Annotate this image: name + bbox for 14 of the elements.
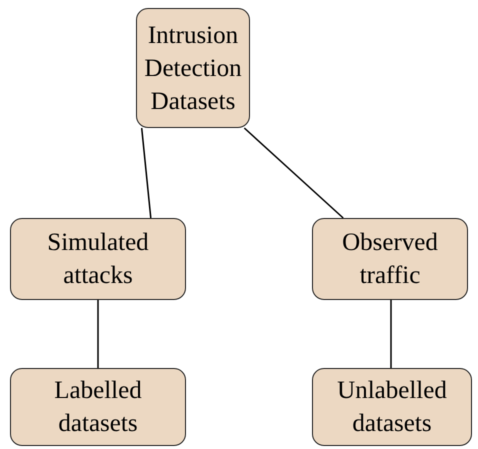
category-box [312, 218, 468, 300]
connector-line [97, 300, 99, 368]
category-box [10, 368, 186, 446]
box-label: Observed traffic [341, 228, 439, 291]
box-label: Labelled datasets [53, 376, 143, 439]
connector-line [244, 127, 344, 219]
category-box [312, 368, 472, 446]
category-box [136, 8, 250, 128]
connector-line [140, 128, 152, 218]
category-box [10, 218, 186, 300]
connector-line [390, 300, 392, 368]
box-label: Intrusion Detection Datasets [143, 20, 243, 116]
box-label: Simulated attacks [46, 228, 150, 291]
box-label: Unlabelled datasets [336, 376, 448, 439]
